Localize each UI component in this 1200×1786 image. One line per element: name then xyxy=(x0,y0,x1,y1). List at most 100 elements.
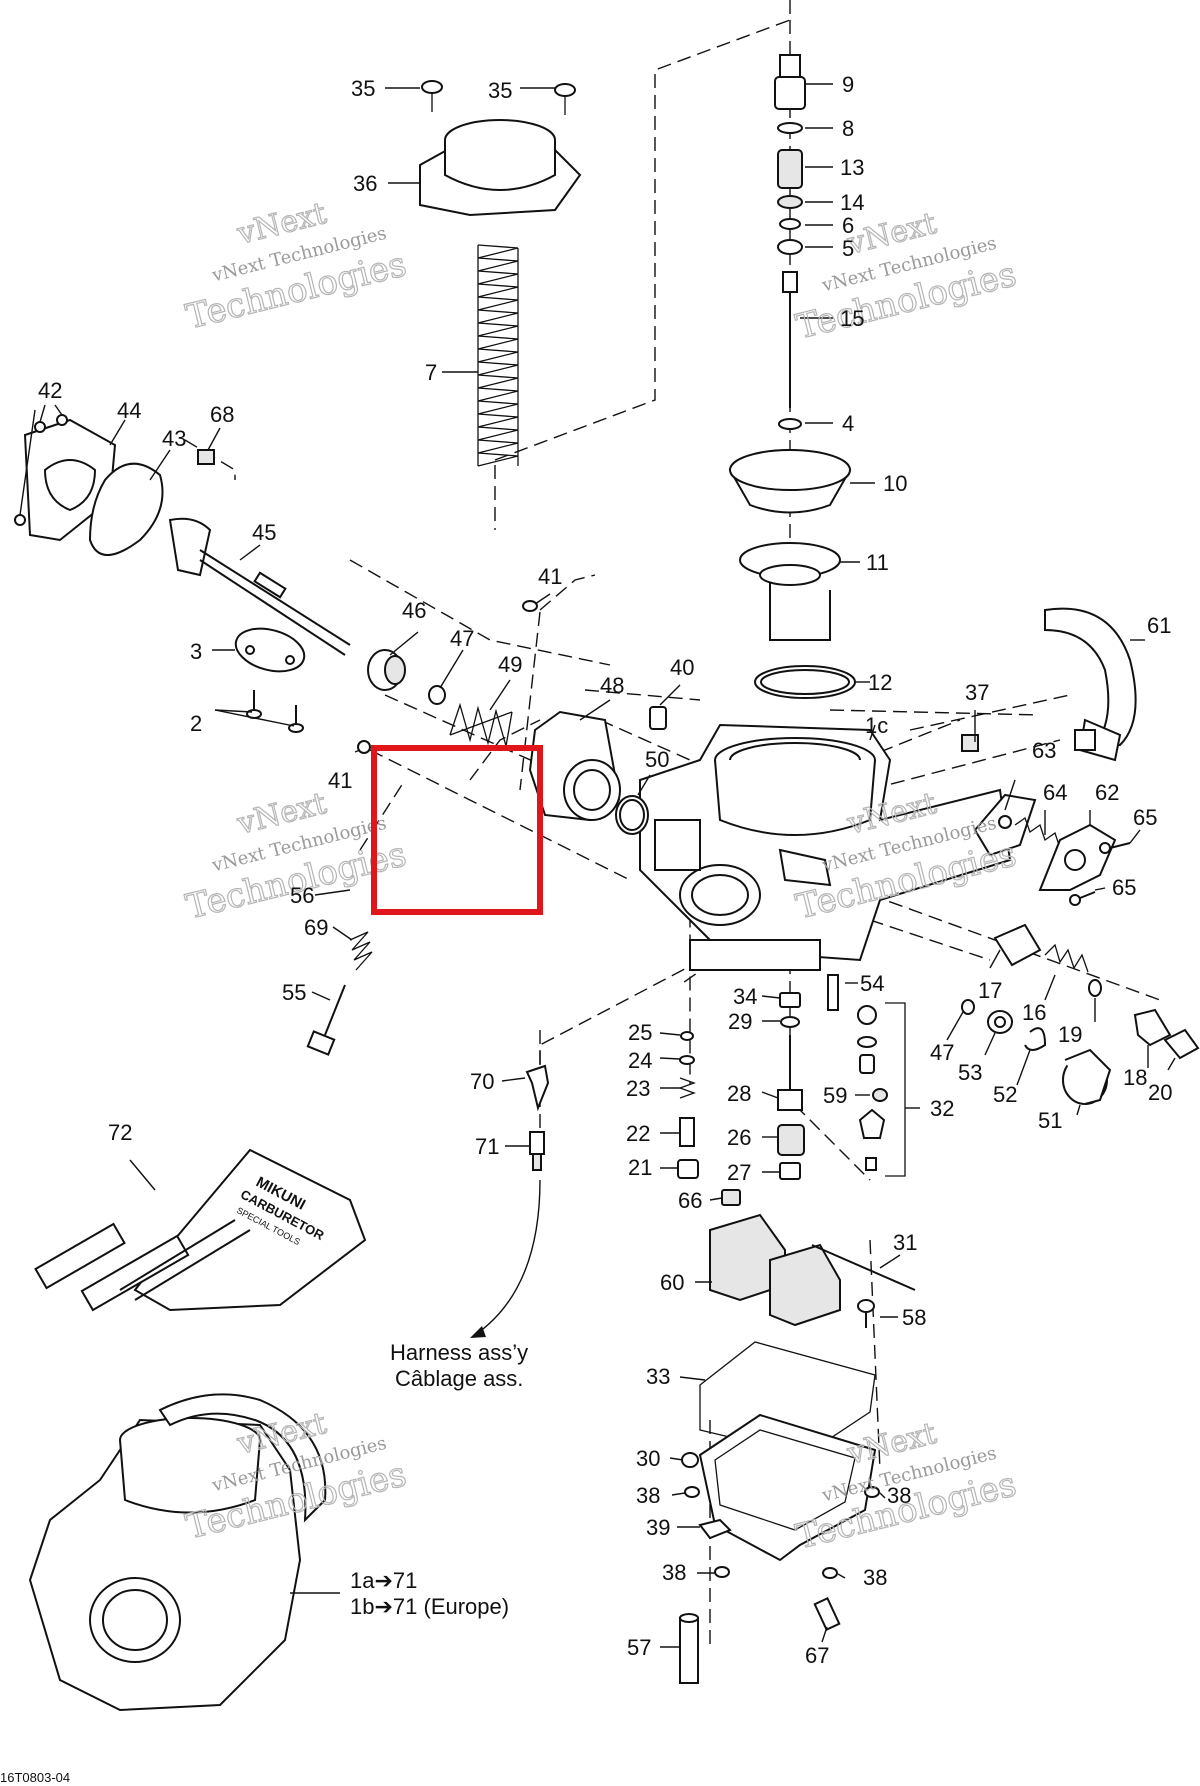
cover-62 xyxy=(1038,823,1117,891)
needle-parts-stack xyxy=(774,54,806,430)
part-label-57: 57 xyxy=(627,1635,651,1660)
plug-37 xyxy=(961,734,979,752)
part-label-29: 29 xyxy=(728,1009,752,1034)
part-label-42: 42 xyxy=(38,378,62,403)
bracket-39 xyxy=(698,1518,732,1540)
part-label-38: 38 xyxy=(887,1483,911,1508)
part-label-65: 65 xyxy=(1112,875,1136,900)
part-label-7: 7 xyxy=(425,360,437,385)
o-ring-50 xyxy=(615,795,649,835)
part-label-40: 40 xyxy=(670,655,694,680)
screw-68 xyxy=(197,449,215,465)
part-label-50: 50 xyxy=(645,747,669,772)
screws-42 xyxy=(14,414,68,526)
part-label-11: 11 xyxy=(866,550,889,575)
part-label-14: 14 xyxy=(840,190,864,215)
part-label-41: 41 xyxy=(538,564,562,589)
fitting-18 xyxy=(1133,1008,1172,1047)
carburetor-top-cover-36 xyxy=(419,119,582,217)
watermarks: vNext vNext Technologies Technologies vN… xyxy=(182,195,1021,1558)
gasket-33 xyxy=(699,1341,876,1456)
washer-47b xyxy=(961,999,975,1015)
tool-kit-72 xyxy=(34,1148,367,1312)
part-label-23: 23 xyxy=(626,1076,650,1101)
part-label-71: 71 xyxy=(475,1134,499,1159)
part-label-15: 15 xyxy=(840,306,864,331)
carburetor-body-1c xyxy=(639,723,1012,971)
hose-61 xyxy=(1044,607,1137,762)
cover-screw-35b xyxy=(554,83,576,115)
needle-jet-54 xyxy=(827,974,839,1011)
harness-caption-en: Harness ass’y xyxy=(390,1340,528,1365)
part-label-49: 49 xyxy=(498,652,522,677)
part-label-22: 22 xyxy=(626,1121,650,1146)
part-label-67: 67 xyxy=(805,1643,829,1668)
part-label-1c: 1c xyxy=(865,713,888,738)
part-label-20: 20 xyxy=(1148,1080,1172,1105)
o-ring-12 xyxy=(754,665,856,699)
float-60 xyxy=(709,1213,841,1327)
part-label-35: 35 xyxy=(351,76,375,101)
part-label-34: 34 xyxy=(733,984,757,1009)
part-label-63: 63 xyxy=(1032,738,1056,763)
part-label-56: 56 xyxy=(290,883,314,908)
part-label-52: 52 xyxy=(993,1082,1017,1107)
part-label-47: 47 xyxy=(930,1040,954,1065)
part-label-25: 25 xyxy=(628,1020,652,1045)
part-label-33: 33 xyxy=(646,1364,670,1389)
spring-64 xyxy=(1014,816,1061,849)
highlight-box xyxy=(371,745,543,915)
part-label-8: 8 xyxy=(842,116,854,141)
part-label-10: 10 xyxy=(883,471,907,496)
part-label-47: 47 xyxy=(450,626,474,651)
throttle-housing-48 xyxy=(528,710,621,822)
float-valve-group-32 xyxy=(857,1002,906,1177)
part-label-32: 32 xyxy=(930,1096,954,1121)
part-labels: 35 35 36 7 9 8 13 14 6 5 15 4 10 11 12 1… xyxy=(38,72,1172,1668)
part-label-4: 4 xyxy=(842,411,854,436)
part-label-3: 3 xyxy=(190,639,202,664)
part-label-70: 70 xyxy=(470,1069,494,1094)
bracket-70 xyxy=(525,1064,550,1112)
drain-tube-57 xyxy=(679,1613,699,1684)
assembled-carburetor xyxy=(28,1393,327,1712)
part-label-31: 31 xyxy=(893,1230,917,1255)
part-label-13: 13 xyxy=(840,155,864,180)
o-ring-19 xyxy=(1088,979,1102,997)
part-label-61: 61 xyxy=(1147,613,1171,638)
part-label-26: 26 xyxy=(727,1125,751,1150)
screws-38 xyxy=(684,1486,880,1579)
slide-spring-7 xyxy=(477,244,519,467)
part-label-59: 59 xyxy=(823,1083,847,1108)
screws-2 xyxy=(246,690,304,733)
harness-caption-fr: Câblage ass. xyxy=(395,1366,523,1391)
part-label-38: 38 xyxy=(863,1565,887,1590)
washer-47a xyxy=(428,685,446,705)
part-label-54: 54 xyxy=(860,971,884,996)
part-label-17: 17 xyxy=(978,978,1002,1003)
part-label-16: 16 xyxy=(1022,1000,1046,1025)
cover-plate-63 xyxy=(973,793,1037,857)
part-label-24: 24 xyxy=(628,1048,652,1073)
spring-49 xyxy=(449,702,513,747)
screw-41a xyxy=(522,600,538,612)
drain-screw-67 xyxy=(813,1597,841,1631)
part-label-36: 36 xyxy=(353,171,377,196)
screw-41b xyxy=(357,740,371,754)
spring-16 xyxy=(1044,943,1089,973)
part-label-21: 21 xyxy=(628,1155,652,1180)
seal-46 xyxy=(367,649,406,691)
part-label-27: 27 xyxy=(727,1160,751,1185)
sensor-71 xyxy=(529,1131,545,1171)
pilot-screw-55 xyxy=(306,984,346,1056)
part-label-5: 5 xyxy=(842,236,854,261)
part-label-12: 12 xyxy=(868,670,892,695)
assembly-caption-line1: 1a➔71 xyxy=(350,1568,417,1593)
clip-52 xyxy=(1024,1027,1047,1051)
part-label-28: 28 xyxy=(727,1081,751,1106)
throttle-slide-11 xyxy=(739,542,841,641)
part-label-48: 48 xyxy=(600,673,624,698)
cap-51 xyxy=(1062,1048,1112,1105)
part-label-68: 68 xyxy=(210,402,234,427)
